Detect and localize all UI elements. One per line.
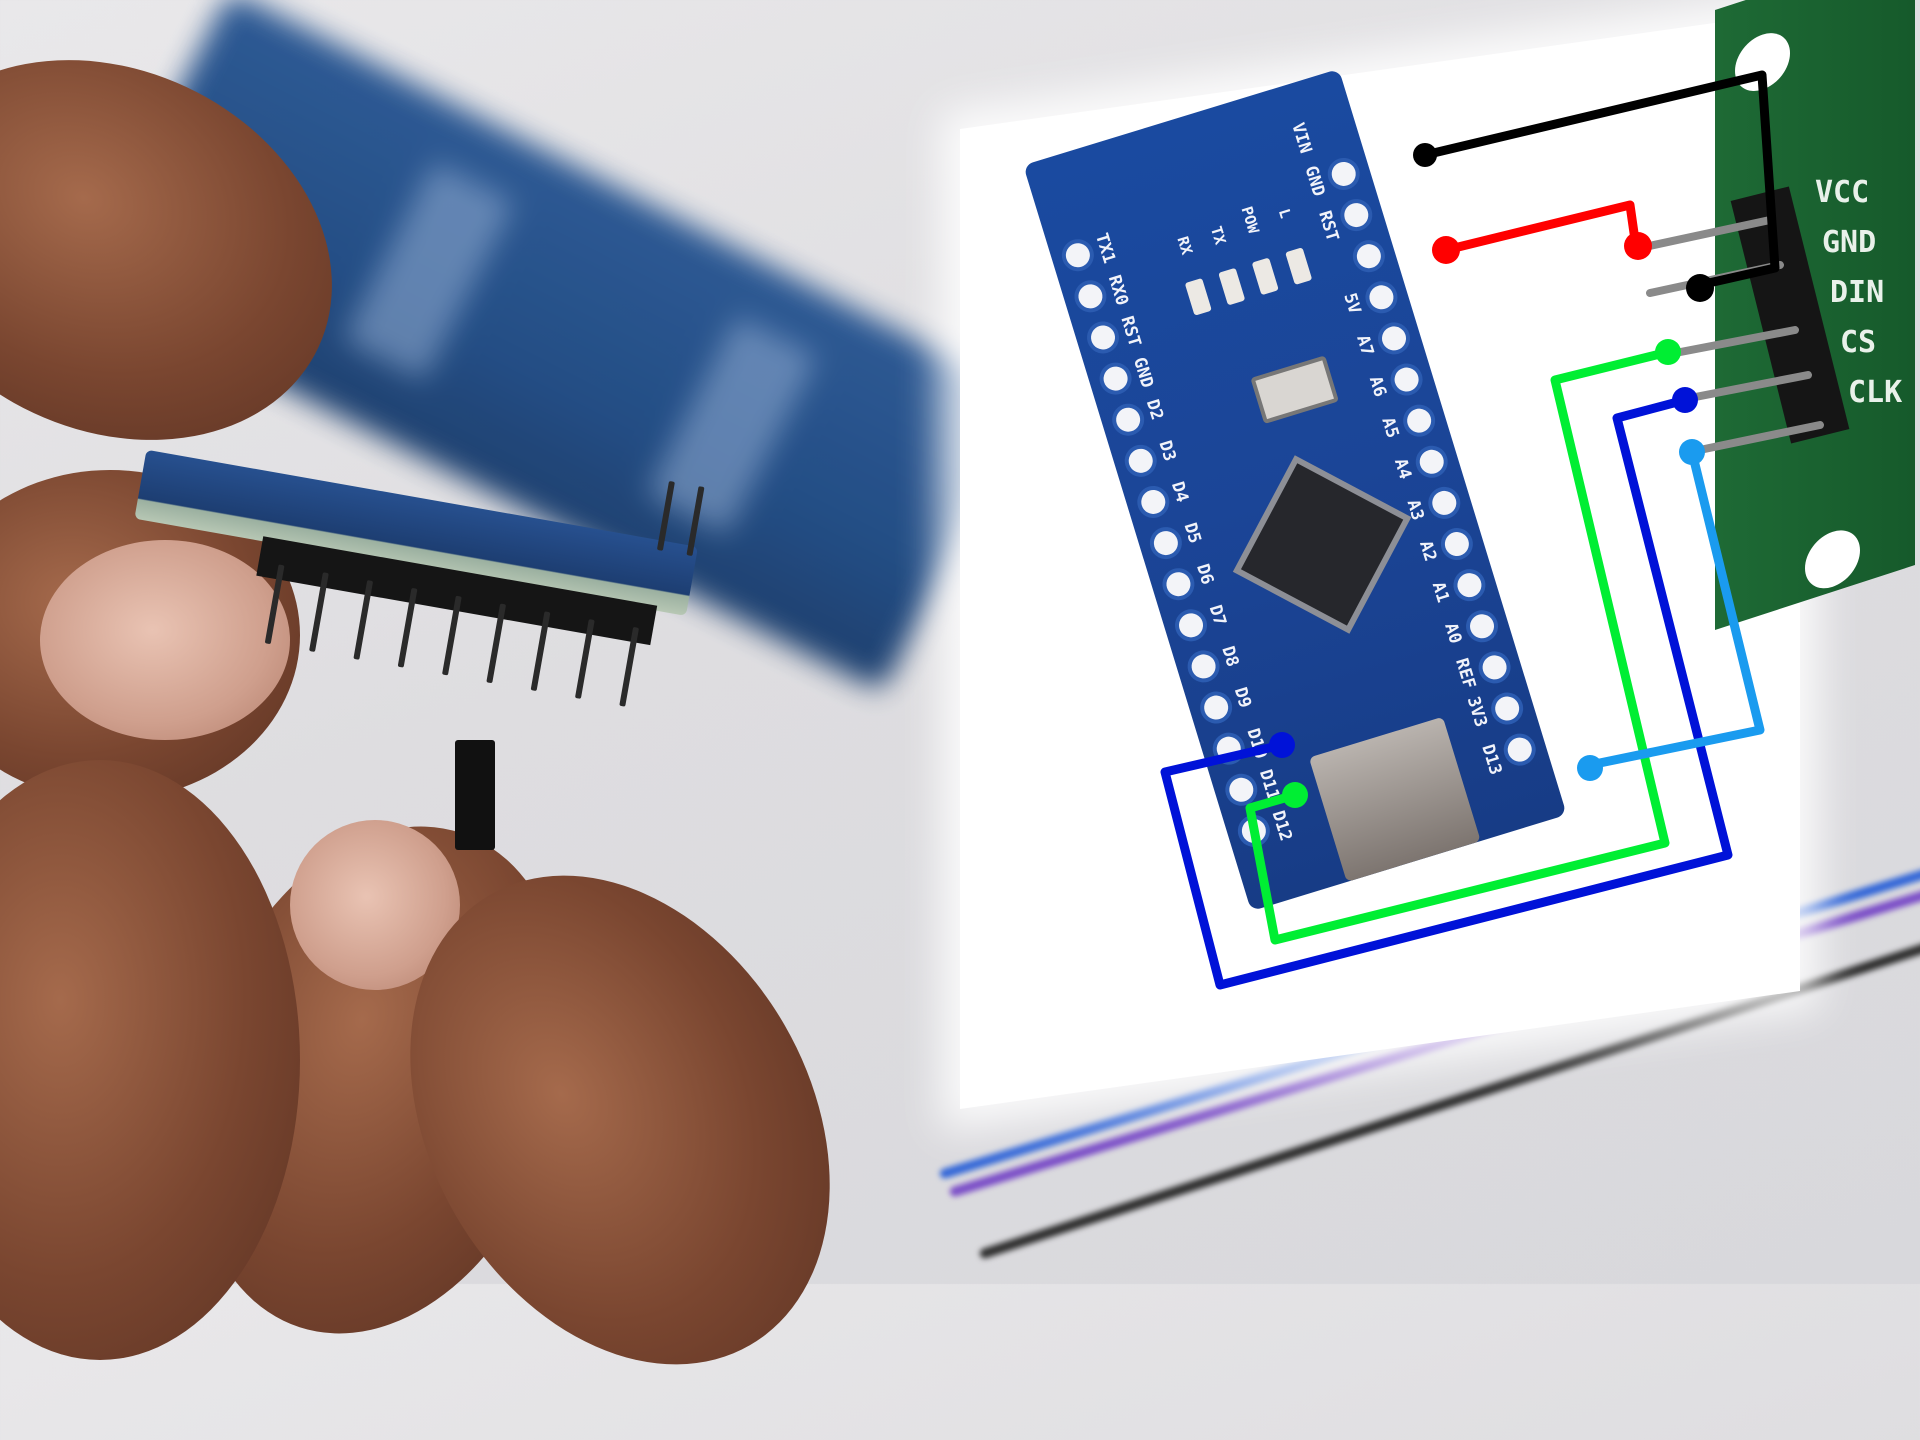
thumbnail <box>40 540 290 740</box>
module-pin-label-din: DIN <box>1830 275 1885 310</box>
wire-d11-endpoint <box>1282 782 1308 808</box>
module-pin-label-cs: CS <box>1840 325 1877 360</box>
wire-gnd <box>1423 70 1780 290</box>
wire-d13-endpoint <box>1679 439 1705 465</box>
wire-5v <box>1444 200 1640 255</box>
wire-d11-din <box>1245 347 1670 945</box>
wire-d10-endpoint <box>1672 387 1698 413</box>
jumper-wire-connector <box>455 740 495 850</box>
module-pin-label-clk: CLK <box>1848 375 1903 410</box>
module-pin-label-vcc: VCC <box>1815 175 1870 210</box>
wire-d13-endpoint <box>1577 755 1603 781</box>
wire-d10-cs <box>1160 395 1733 990</box>
wire-d11-endpoint <box>1655 339 1681 365</box>
module-pin-label-gnd: GND <box>1822 225 1877 260</box>
wire-gnd-endpoint <box>1413 143 1437 167</box>
wire-d13-clk <box>1589 450 1765 770</box>
wire-d10-endpoint <box>1269 732 1295 758</box>
wiring-overlay <box>1160 70 1824 990</box>
wire-gnd-endpoint <box>1686 274 1714 302</box>
module-header-pins <box>1636 216 1824 456</box>
wire-5v-endpoint <box>1432 236 1460 264</box>
wire-5v-endpoint <box>1624 232 1652 260</box>
